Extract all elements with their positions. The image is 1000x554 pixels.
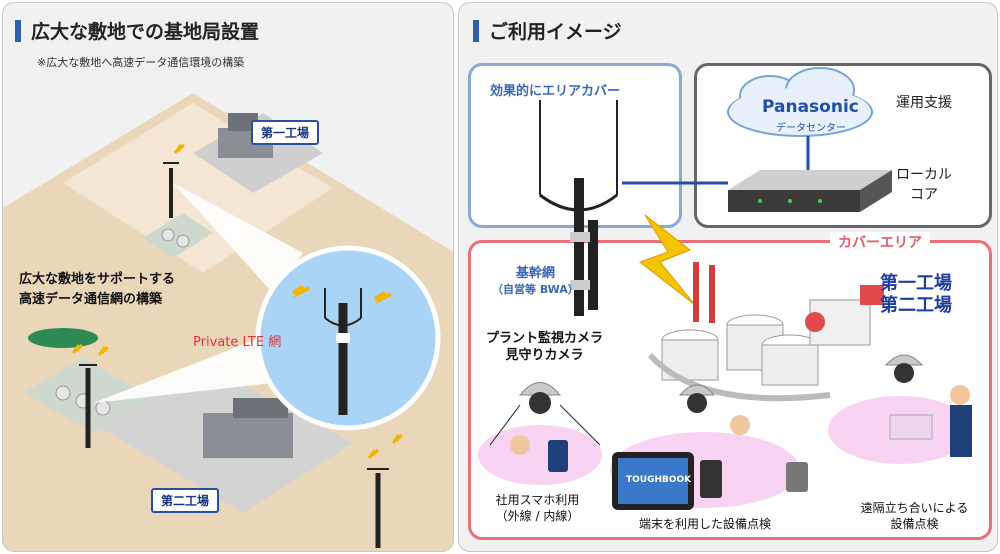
factory-labels: 第一工場 第二工場	[880, 273, 952, 317]
left-panel: 広大な敷地での基地局設置 ※広大な敷地へ高速データ通信環境の構築 第一工場 第二…	[2, 2, 454, 552]
cloud-icon	[727, 67, 873, 137]
terminal-caption: 端末を利用した設備点検	[638, 517, 771, 531]
network-caption: 広大な敷地をサポートする 高速データ通信網の構築	[19, 270, 175, 310]
backbone-line1: 基幹網	[515, 266, 555, 281]
coverage-label: カバーエリア	[830, 232, 930, 252]
remote-line2: 設備点検	[890, 517, 939, 531]
factory1-tag: 第一工場	[251, 120, 320, 145]
camera-caption: プラント監視カメラ 見守りカメラ	[486, 330, 603, 364]
factory2-tag: 第二工場	[151, 488, 220, 513]
road-plot	[63, 103, 333, 273]
factory2-roof	[233, 398, 288, 418]
lte-label: Private LTE 網	[193, 335, 282, 350]
ops-support-label: 運用支援	[896, 95, 952, 111]
document-icon	[889, 414, 933, 440]
datacenter-label: データセンター	[776, 123, 846, 134]
right-title: ご利用イメージ	[489, 21, 622, 43]
tower-right	[367, 433, 404, 548]
remote-caption: 遠隔立ち合いによる 設備点検	[852, 500, 977, 532]
camera-line2: 見守りカメラ	[505, 348, 584, 363]
lightning-icon	[638, 214, 696, 306]
worker-icon	[950, 385, 970, 405]
camera-icon	[884, 354, 924, 383]
right-heading: ご利用イメージ	[473, 17, 622, 44]
tablet-brand: TOUGHBOOK	[626, 475, 692, 485]
zoom-antenna	[291, 285, 392, 415]
backbone-label: 基幹網 （自営等 BWA）	[492, 262, 579, 297]
factory2-building	[203, 413, 293, 458]
phone-line2: （外線 / 内線）	[495, 509, 580, 523]
phone-line1: 社用スマホ利用	[495, 493, 580, 507]
beam-upper	[173, 183, 303, 293]
handheld-icon	[700, 460, 722, 498]
worker-icon	[730, 415, 750, 435]
left-title: 広大な敷地での基地局設置	[31, 21, 260, 43]
left-subtitle: ※広大な敷地へ高速データ通信環境の構築	[37, 56, 245, 69]
local-core-line1: ローカル	[896, 167, 952, 183]
local-core-line2: コア	[910, 187, 938, 203]
remote-line1: 遠隔立ち合いによる	[860, 501, 969, 515]
tank-plot	[143, 213, 213, 258]
camera-icon	[678, 384, 716, 413]
inspection-device-icon	[786, 462, 808, 492]
phone-zone	[478, 425, 602, 485]
panasonic-logo: Panasonic	[762, 97, 859, 117]
camera-icon	[489, 382, 601, 446]
left-heading: 広大な敷地での基地局設置	[15, 17, 259, 44]
base-station-antenna	[539, 100, 618, 316]
phone-caption: 社用スマホ利用 （外線 / 内線）	[480, 492, 595, 524]
network-line1: 広大な敷地をサポートする	[19, 272, 176, 287]
area-box-title: 効果的にエリアカバー	[490, 84, 621, 99]
pond	[28, 328, 98, 348]
server-icon	[728, 170, 892, 212]
site-illustration	[3, 93, 453, 551]
camera-line1: プラント監視カメラ	[486, 331, 604, 346]
heading-accent-bar	[473, 19, 479, 42]
smartphone-icon	[548, 440, 568, 472]
factory1-label: 第一工場	[880, 273, 952, 294]
network-line2: 高速データ通信網の構築	[19, 292, 163, 307]
factory2-label: 第二工場	[880, 295, 952, 316]
tower-left	[71, 343, 110, 448]
backbone-line2: （自営等 BWA）	[492, 283, 579, 296]
worker-body	[950, 405, 972, 457]
local-core-label: ローカル コア	[896, 165, 952, 205]
worker-icon	[510, 435, 530, 455]
factory1-roof	[228, 113, 258, 131]
beam-lower	[93, 333, 273, 403]
heading-accent-bar	[15, 19, 21, 42]
tower-upper	[163, 143, 186, 218]
plant-illustration	[647, 262, 884, 402]
